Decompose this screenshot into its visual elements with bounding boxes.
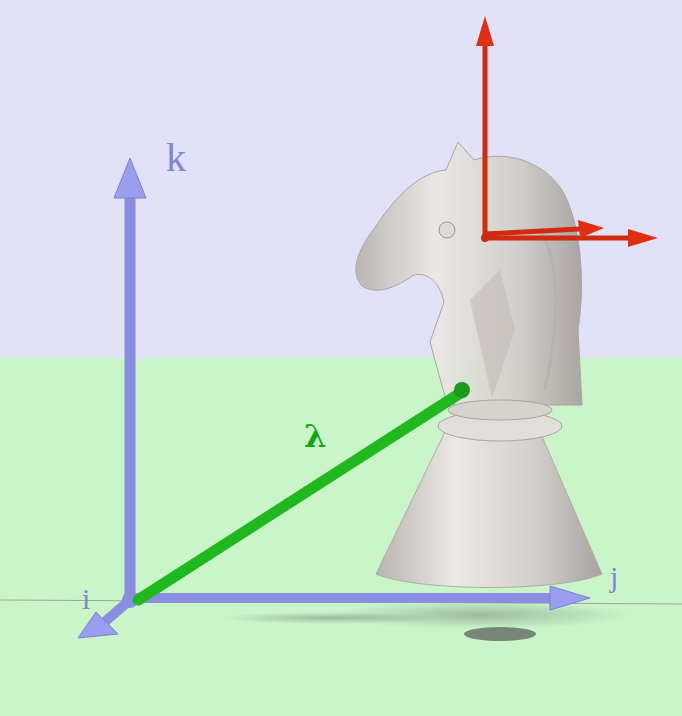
axis-label: i: [82, 584, 90, 614]
axis-label: j: [610, 562, 618, 592]
position-vector: [138, 382, 470, 600]
axis-label: k: [166, 138, 186, 178]
knight-piece: [356, 142, 602, 588]
shadow: [464, 627, 536, 641]
body-frame: [476, 16, 658, 247]
shadow: [220, 612, 440, 624]
ground: [0, 358, 682, 716]
vector-label: λ: [304, 420, 326, 452]
